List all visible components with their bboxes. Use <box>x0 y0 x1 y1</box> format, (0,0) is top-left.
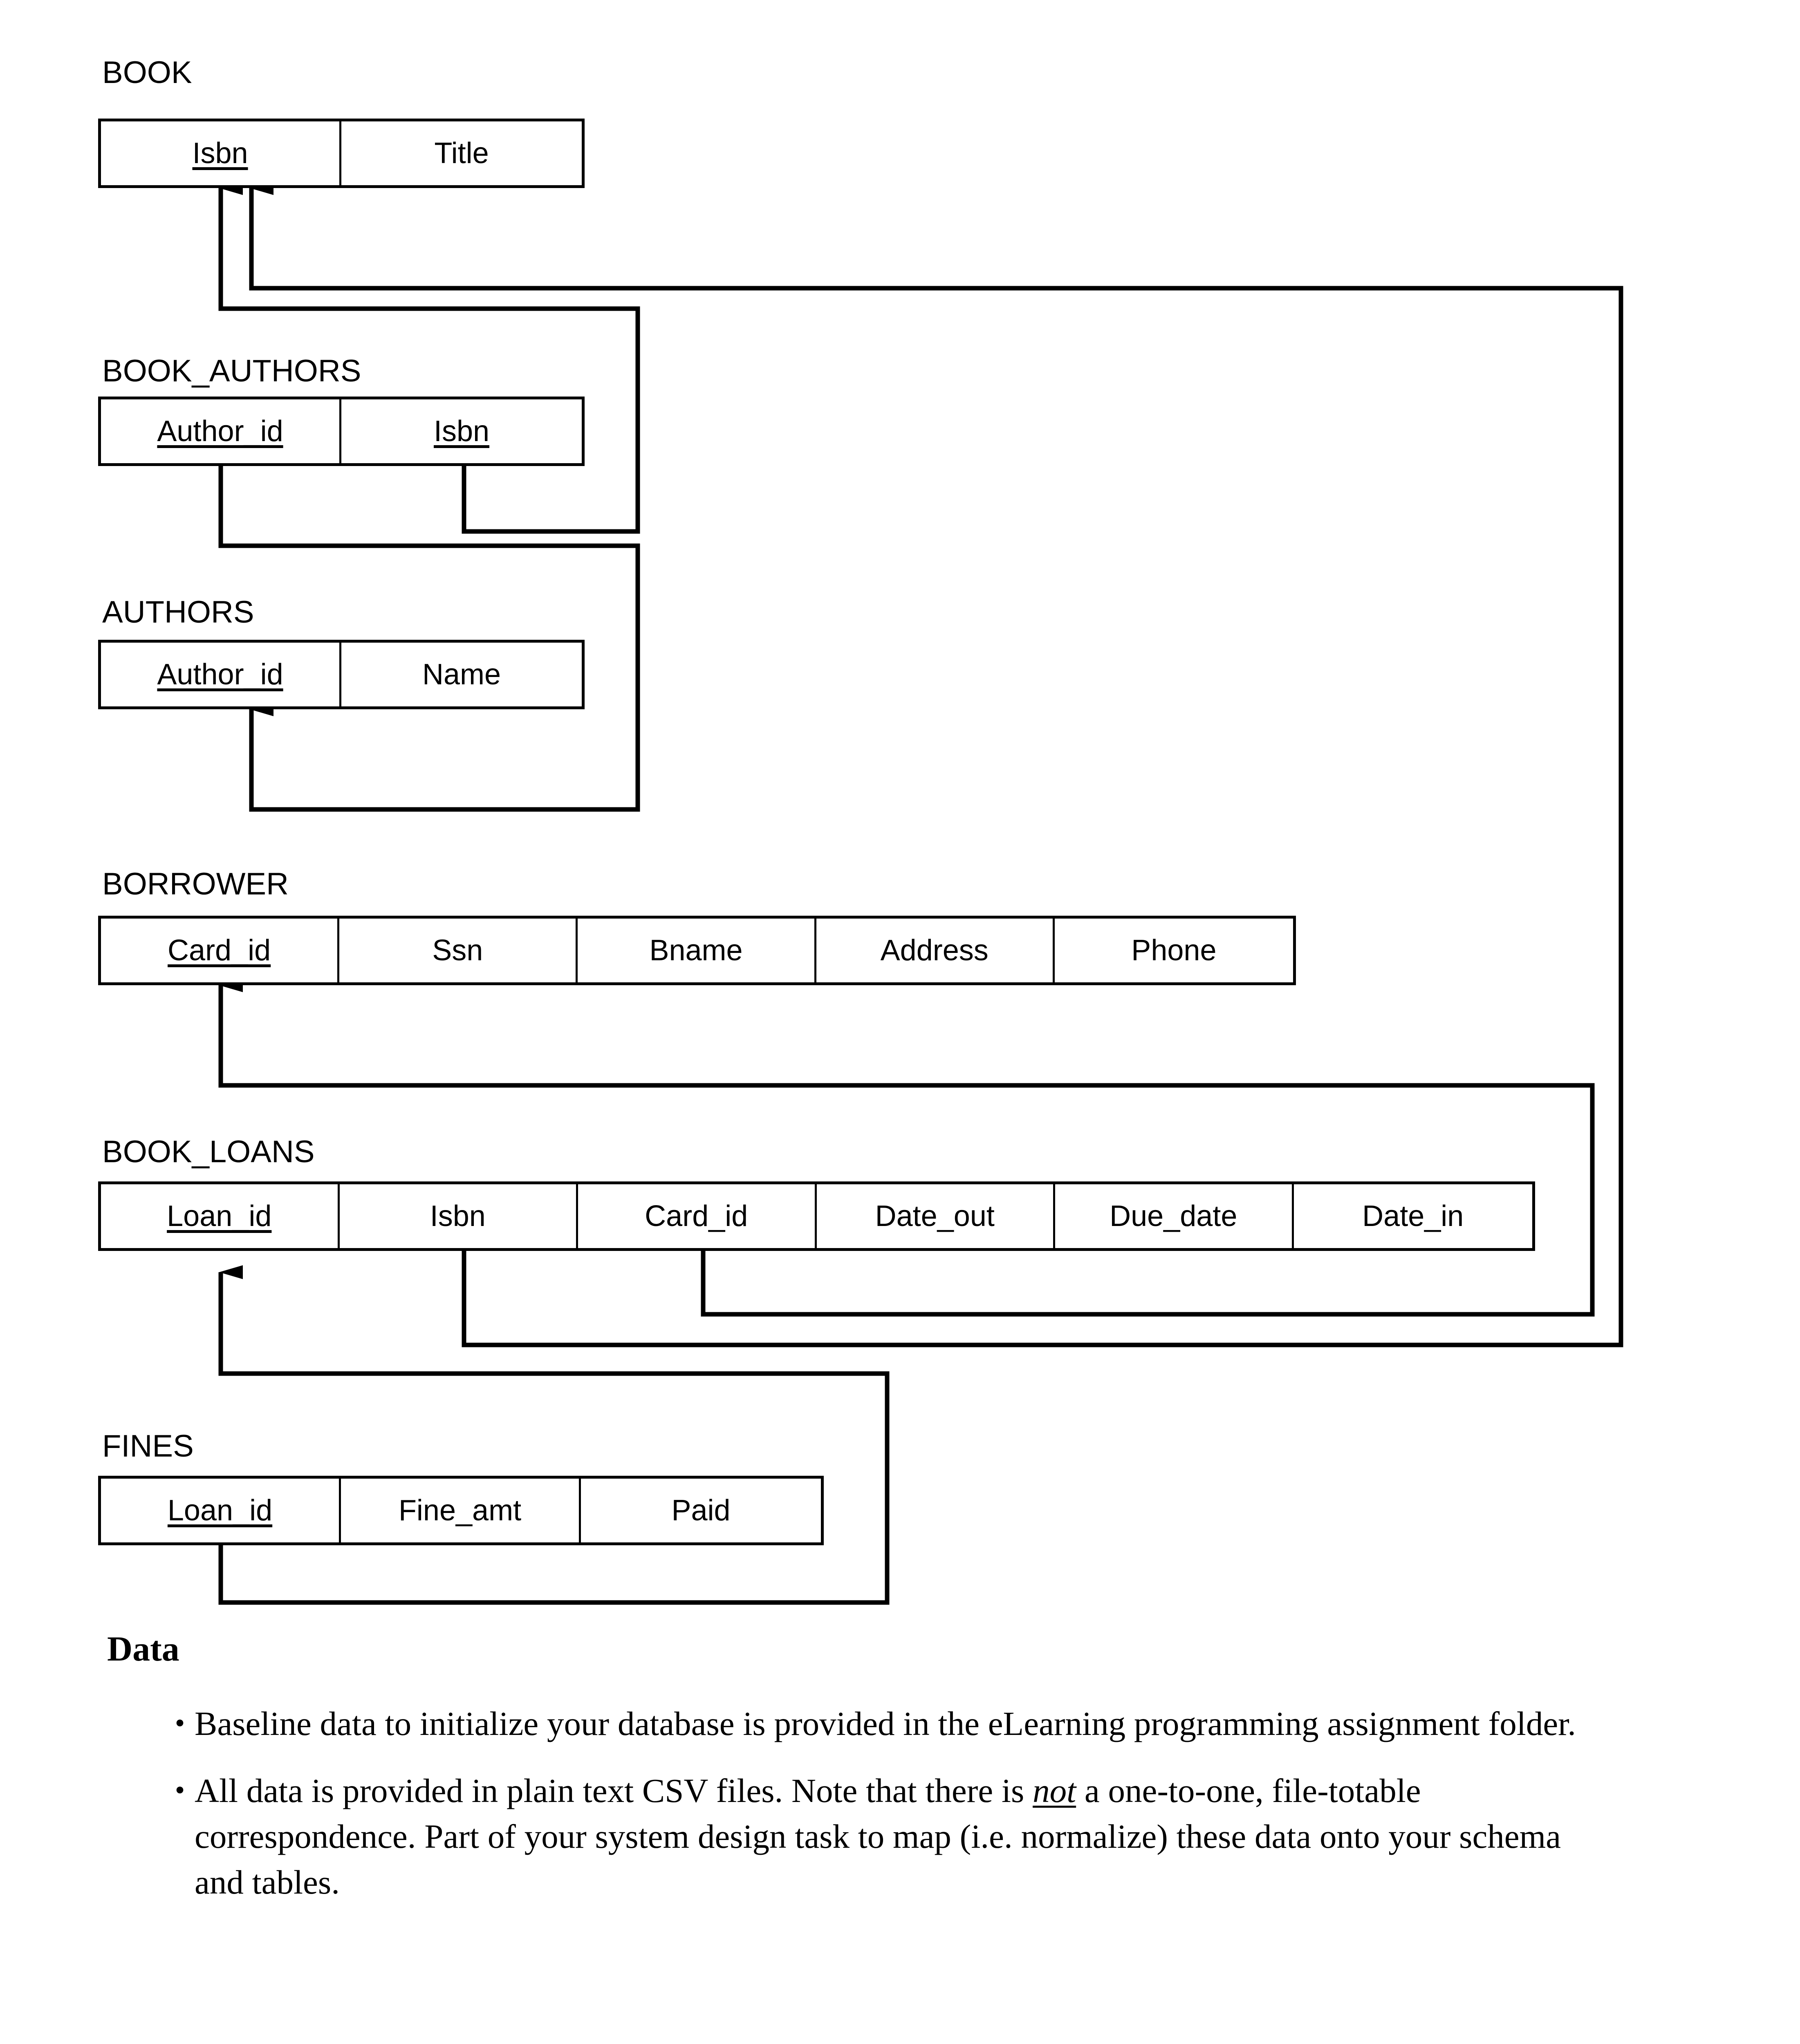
column-book-title: Title <box>434 137 489 170</box>
column-borrower-address: Address <box>816 919 1055 982</box>
list-item: • Baseline data to initialize your datab… <box>0 1701 1800 1746</box>
table-fines: Loan_id Fine_amt Paid <box>98 1476 824 1545</box>
column-fines-fineamt: Fine_amt <box>341 1479 581 1542</box>
column-bookauthors-isbn: Isbn <box>433 415 490 448</box>
note-text: Baseline data to initialize your databas… <box>195 1705 1576 1742</box>
table-title-authors: AUTHORS <box>102 595 254 630</box>
table-book-loans: Loan_id Isbn Card_id Date_out Due_date D… <box>98 1181 1535 1251</box>
table-book: Isbn Title <box>98 119 585 188</box>
column-bookauthors-authorid: Author_id <box>101 399 342 463</box>
column-borrower-bname: Bname <box>578 919 816 982</box>
column-bookloans-duedate: Due_date <box>1055 1184 1294 1248</box>
wire-bookloans-cardid-to-borrower <box>218 978 1595 1317</box>
table-title-book: BOOK <box>102 55 192 90</box>
column-fines-loanid: Loan_id <box>101 1479 341 1542</box>
column-authors-name: Name <box>422 658 501 691</box>
column-bookloans-datein: Date_in <box>1362 1200 1464 1233</box>
table-borrower: Card_id Ssn Bname Address Phone <box>98 916 1296 985</box>
wire-bookauthors-authorid-to-authors <box>218 466 640 812</box>
list-item: • All data is provided in plain text CSV… <box>0 1768 1800 1905</box>
column-fines-paid: Paid <box>671 1494 731 1527</box>
wire-bookauthors-isbn-to-book <box>218 181 640 534</box>
relationship-connectors <box>218 181 1623 1605</box>
bullet-dot-icon: • <box>175 1775 185 1806</box>
column-bookloans-loanid: Loan_id <box>101 1184 340 1248</box>
table-title-fines: FINES <box>102 1429 194 1464</box>
section-heading-data: Data <box>107 1629 179 1668</box>
er-diagram: BOOK Isbn Title BOOK_AUTHORS Author_id I… <box>98 55 1623 1605</box>
column-borrower-ssn: Ssn <box>339 919 578 982</box>
note-text: All data is provided in plain text CSV f… <box>195 1772 1561 1901</box>
bullet-dot-icon: • <box>175 1708 185 1739</box>
column-authors-authorid: Author_id <box>101 643 342 706</box>
wire-bookloans-isbn-to-book <box>249 181 1623 1347</box>
column-borrower-phone: Phone <box>1131 934 1217 967</box>
table-title-borrower: BORROWER <box>102 867 289 901</box>
table-authors: Author_id Name <box>98 640 585 709</box>
table-book-authors: Author_id Isbn <box>98 397 585 466</box>
note-emphasis-not: not <box>1033 1772 1076 1809</box>
column-book-isbn: Isbn <box>101 121 342 185</box>
column-bookloans-cardid: Card_id <box>578 1184 817 1248</box>
wire-fines-loanid-to-bookloans <box>218 1265 890 1605</box>
table-title-book-authors: BOOK_AUTHORS <box>102 354 361 388</box>
table-title-book-loans: BOOK_LOANS <box>102 1134 315 1169</box>
column-bookloans-isbn: Isbn <box>340 1184 578 1248</box>
data-notes-list: • Baseline data to initialize your datab… <box>0 1701 1800 1926</box>
column-bookloans-dateout: Date_out <box>817 1184 1055 1248</box>
column-borrower-cardid: Card_id <box>101 919 340 982</box>
